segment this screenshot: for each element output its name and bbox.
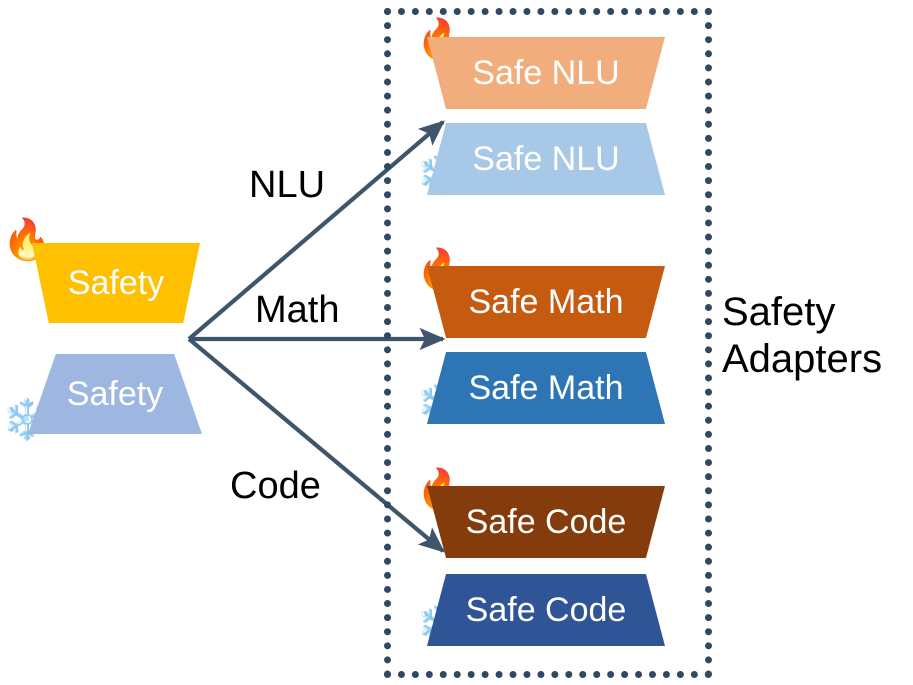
- safe-math-trainable-block[interactable]: Safe Math: [427, 266, 665, 338]
- arrow-nlu-line: [187, 120, 445, 341]
- safe-nlu-trainable-label: Safe NLU: [472, 54, 620, 92]
- safety-frozen-label: Safety: [66, 375, 164, 413]
- safe-code-trainable-block[interactable]: Safe Code: [427, 486, 665, 558]
- safety-trainable-label: Safety: [67, 264, 165, 302]
- safe-code-frozen-block[interactable]: Safe Code: [427, 574, 665, 646]
- arrow-label-code: Code: [230, 465, 321, 507]
- caption-line-2: Adapters: [722, 337, 883, 382]
- safety-trainable-block[interactable]: Safety: [32, 243, 200, 323]
- safe-code-trainable-label: Safe Code: [465, 503, 627, 541]
- safe-math-trainable-label: Safe Math: [468, 283, 624, 321]
- safe-math-frozen-label: Safe Math: [468, 369, 624, 407]
- safety-adapters-group-box: [384, 8, 712, 678]
- safe-nlu-trainable-block[interactable]: Safe NLU: [427, 37, 665, 109]
- safe-code-frozen-label: Safe Code: [465, 591, 627, 629]
- safe-nlu-frozen-block[interactable]: Safe NLU: [427, 123, 665, 195]
- arrow-label-nlu: NLU: [249, 164, 326, 206]
- safe-nlu-frozen-label: Safe NLU: [472, 140, 620, 178]
- arrow-label-math: Math: [255, 289, 340, 331]
- safety-adapters-caption: Safety Adapters: [722, 289, 912, 383]
- caption-line-1: Safety: [722, 290, 836, 334]
- arrow-code-line: [187, 337, 445, 553]
- safety-frozen-block[interactable]: Safety: [28, 354, 202, 434]
- safe-math-frozen-block[interactable]: Safe Math: [427, 352, 665, 424]
